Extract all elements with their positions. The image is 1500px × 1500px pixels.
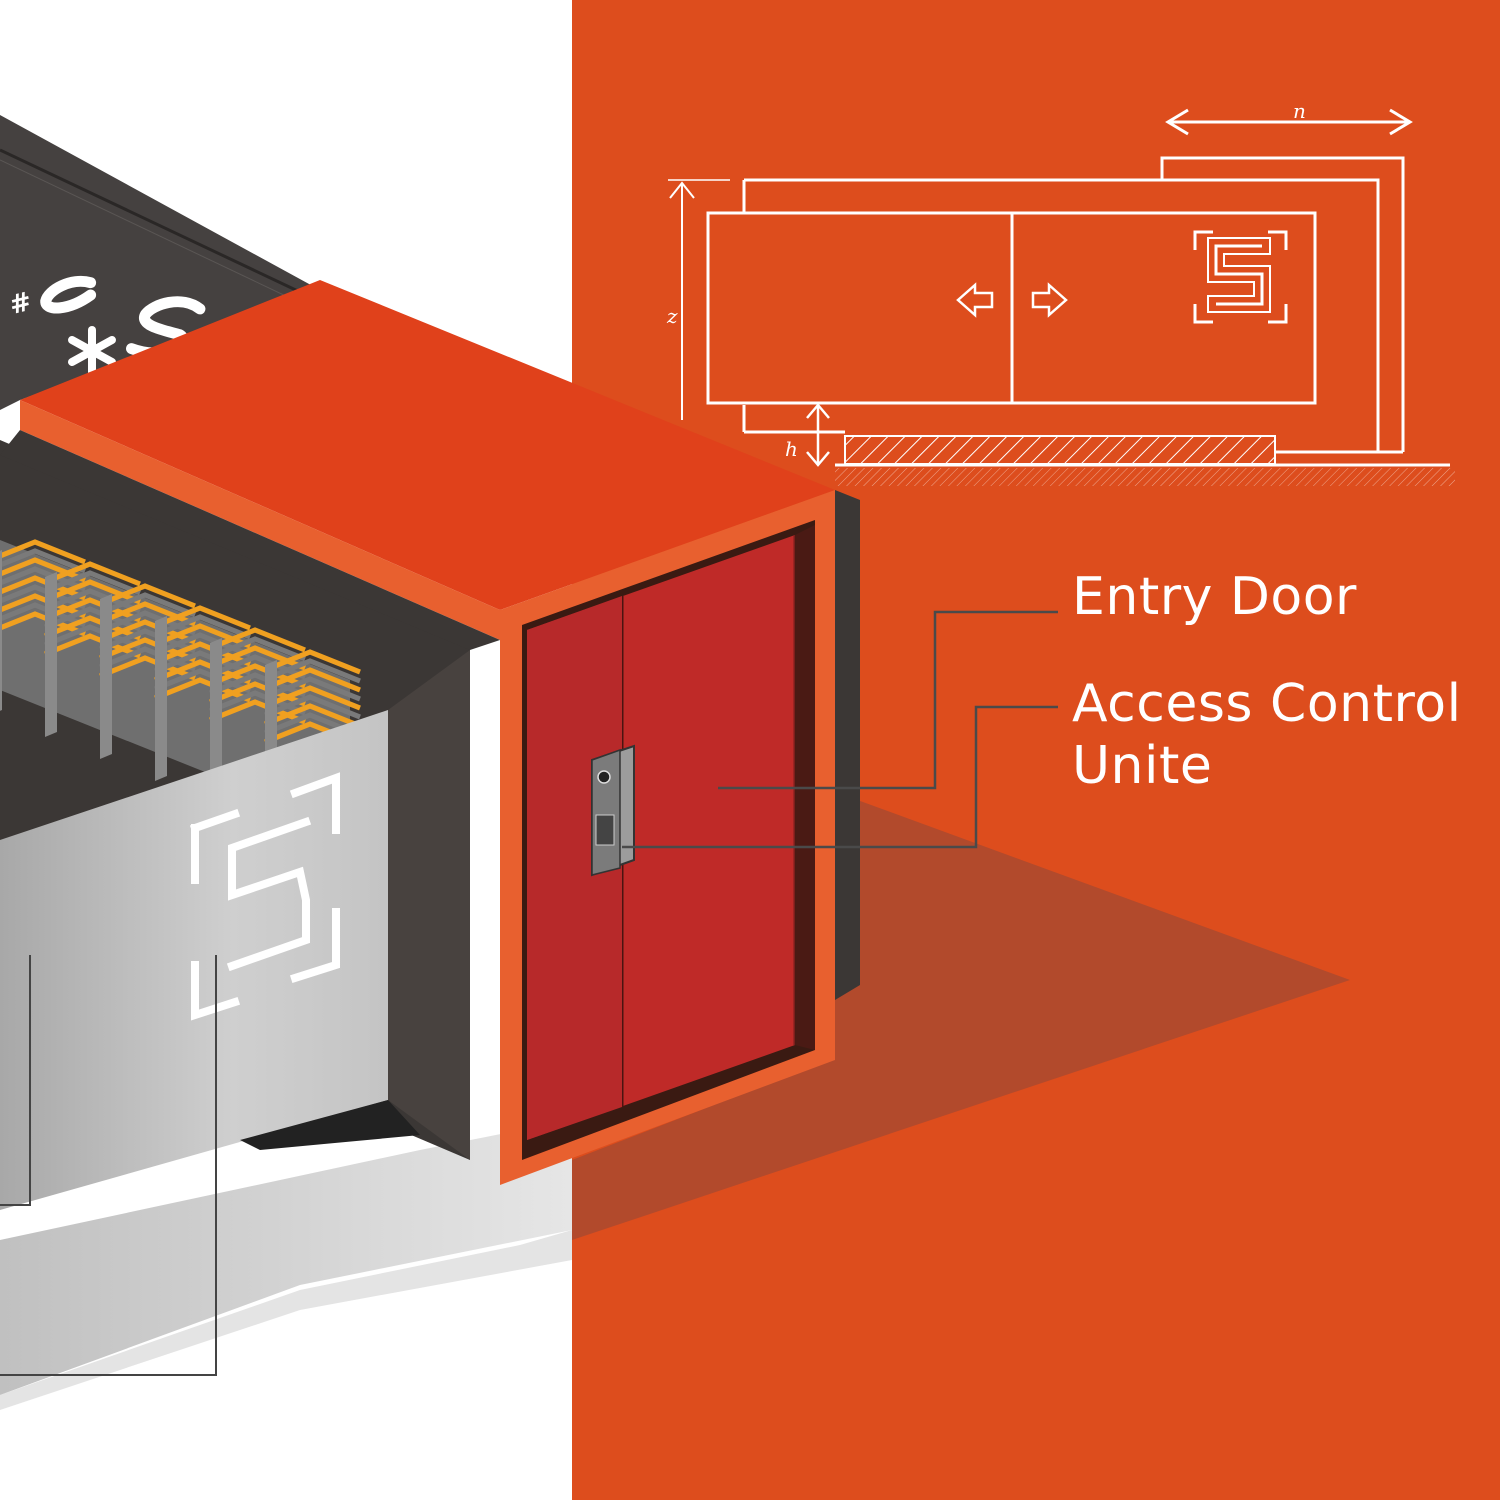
dimension-h-label: h (785, 437, 798, 461)
entry-module-side-edge (0, 430, 500, 650)
dimension-n-label: n (1293, 99, 1306, 123)
asterisk-icon (68, 326, 116, 376)
cooling-fin-line (44, 561, 141, 587)
cooling-fin-post (155, 616, 167, 781)
container-base-rail (240, 1100, 420, 1150)
cooling-fin-line (154, 614, 251, 640)
cooling-fin-line (209, 627, 306, 653)
cooling-fin-post (0, 550, 2, 711)
cooling-fin-line (264, 676, 361, 702)
door-leaf-shade (527, 596, 622, 1140)
cooling-fin-post (45, 572, 57, 737)
cooling-fin-line (264, 649, 361, 675)
cooling-fin-line (154, 605, 251, 631)
leader-line-entry (718, 610, 1058, 790)
cooling-fin-line (44, 570, 141, 596)
leader-line-left-2 (0, 955, 217, 1376)
arrow-left-icon (956, 282, 994, 318)
logo-5-mark-icon (189, 772, 340, 1021)
cooling-fin-line (264, 703, 361, 729)
ground-shadow-orange (572, 790, 1350, 1240)
cooling-fin-line (0, 539, 86, 565)
cooling-fin-line (99, 583, 196, 609)
technical-drawing (668, 108, 1455, 486)
cooling-fin-line (264, 694, 361, 720)
access-control-unit[interactable] (591, 744, 635, 877)
cooling-fin-line (264, 658, 361, 684)
cooling-fin-line (209, 636, 306, 662)
camera-lens-icon (597, 770, 611, 784)
cooling-fin-line (264, 667, 361, 693)
entry-module-roof-edge (20, 400, 500, 640)
logo-5-small-icon (1193, 230, 1288, 324)
floor-shadow (0, 1230, 572, 1410)
cooling-fins (0, 539, 361, 830)
access-control-label: Access Control Unite (1072, 673, 1472, 797)
access-control-text: Access Control Unite (1072, 674, 1462, 796)
entry-door-label: Entry Door (1072, 567, 1357, 627)
cooling-fin-post (100, 594, 112, 759)
container-end-frame (388, 650, 470, 1160)
cooling-fin-line (264, 685, 361, 711)
arrow-right-icon (1031, 282, 1068, 318)
keypad (595, 814, 615, 846)
leader-line-access (622, 705, 1058, 849)
cooling-fin-line (99, 592, 196, 618)
floor-shadow-light (0, 1120, 572, 1395)
cooling-fin-line (0, 548, 86, 574)
dimension-z-label: z (666, 304, 678, 328)
grey-side-panel (0, 710, 388, 1210)
cooling-fin-post (210, 638, 222, 803)
entry-module-right-dark (835, 490, 860, 1000)
leader-line-left-1 (0, 955, 31, 1206)
entry-module-roof (20, 280, 835, 610)
